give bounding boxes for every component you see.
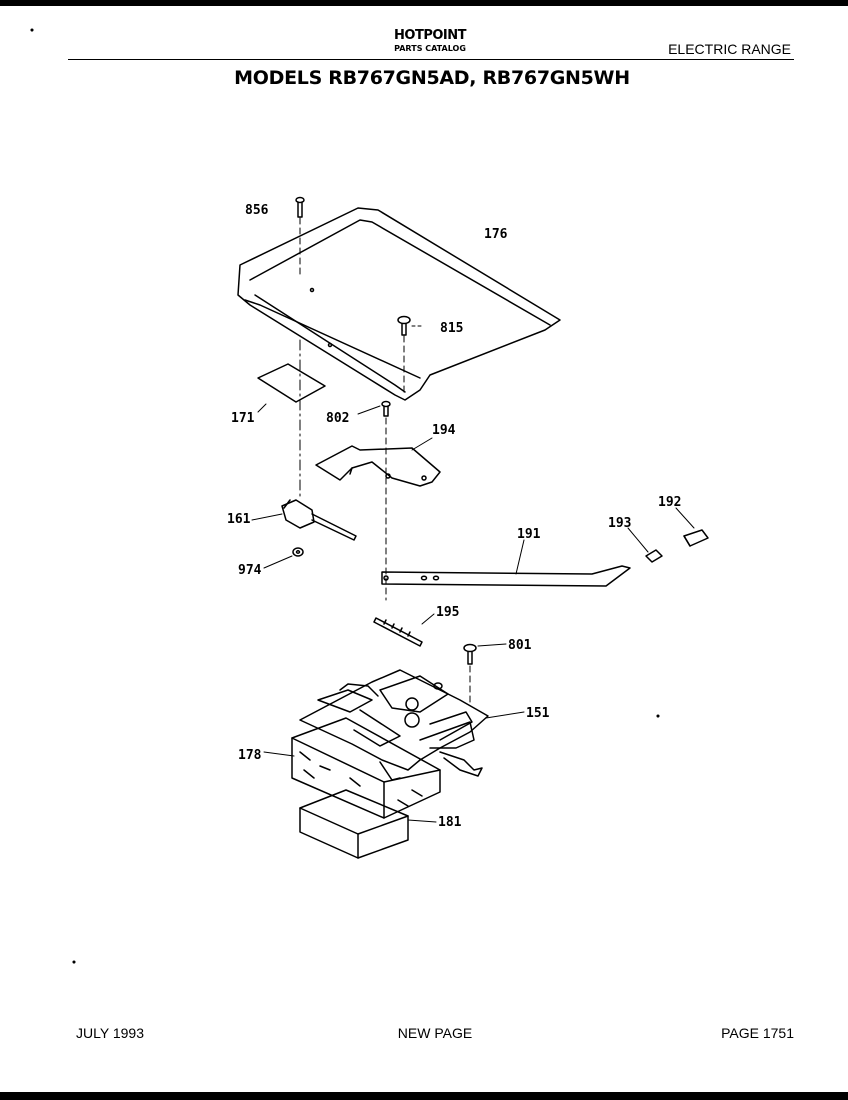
catalog-subtitle: PARTS CATALOG <box>394 44 466 53</box>
part-815-screw <box>397 315 411 336</box>
part-176-cover <box>237 207 561 401</box>
part-161-switch <box>281 499 357 541</box>
callout-192: 192 <box>658 495 681 510</box>
leader-193 <box>627 527 649 553</box>
callout-181: 181 <box>438 815 462 830</box>
leader-194 <box>411 437 433 451</box>
footer-date: JULY 1993 <box>76 1025 144 1041</box>
part-171-pad <box>257 363 326 403</box>
leader-181 <box>407 819 437 823</box>
part-802-screw <box>381 400 391 417</box>
header-rule <box>68 59 794 60</box>
leader-801 <box>477 643 507 647</box>
part-194-bracket <box>315 445 441 487</box>
leader-178 <box>263 751 295 757</box>
callout-191: 191 <box>517 527 541 542</box>
footer-page-number: PAGE 1751 <box>721 1025 794 1041</box>
callout-801: 801 <box>508 638 532 653</box>
leader-802 <box>357 405 381 415</box>
part-192-knob <box>683 529 709 547</box>
part-181-block <box>299 789 409 859</box>
leader-151 <box>485 711 525 719</box>
leader-974 <box>263 555 293 569</box>
callout-151: 151 <box>526 706 550 721</box>
callout-193: 193 <box>608 516 631 531</box>
product-category: ELECTRIC RANGE <box>668 41 791 57</box>
footer-status: NEW PAGE <box>397 1025 473 1041</box>
scan-edge-top <box>0 0 848 6</box>
leader-195 <box>421 613 435 625</box>
callout-161: 161 <box>227 512 251 527</box>
leader-161 <box>251 513 283 521</box>
scan-speck <box>30 28 34 32</box>
part-178-insulation <box>291 717 441 819</box>
part-974-nut <box>292 547 304 557</box>
callout-802: 802 <box>326 411 349 426</box>
part-193-coupler <box>645 549 663 563</box>
callout-195: 195 <box>436 605 459 620</box>
callout-194: 194 <box>432 423 456 438</box>
scan-speck <box>72 960 76 964</box>
callout-176: 176 <box>484 227 508 242</box>
callout-815: 815 <box>440 321 463 336</box>
callout-974: 974 <box>238 563 262 578</box>
leader-171 <box>257 403 267 413</box>
callout-178: 178 <box>238 748 262 763</box>
callout-171: 171 <box>231 411 255 426</box>
part-856-screw <box>295 196 305 218</box>
brand-name: HOTPOINT <box>394 28 466 43</box>
leader-191 <box>515 539 525 575</box>
leader-192 <box>675 507 695 529</box>
callout-856: 856 <box>245 203 269 218</box>
scan-speck <box>656 714 660 718</box>
part-801-screw <box>463 643 477 665</box>
page-title: MODELS RB767GN5AD, RB767GN5WH <box>234 67 630 89</box>
scan-edge-bottom <box>0 1092 848 1100</box>
part-191-rod <box>381 565 631 587</box>
part-195-spring <box>373 617 423 647</box>
